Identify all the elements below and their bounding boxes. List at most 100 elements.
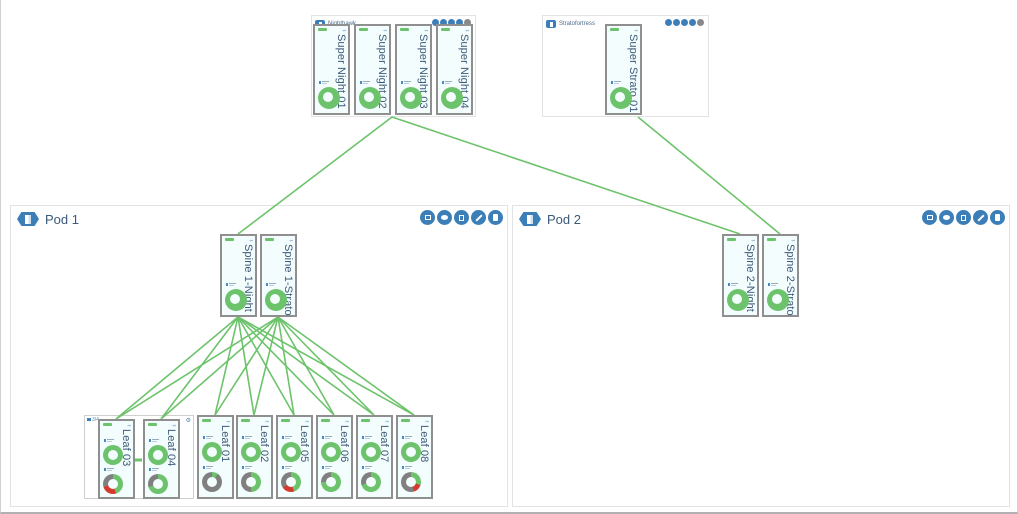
link-icon: ⚯	[305, 419, 309, 424]
status-led	[265, 238, 274, 241]
pair-label: 3/4	[92, 417, 99, 423]
device-sn01[interactable]: ⚯ Super Night 01	[313, 24, 350, 115]
device-name: Leaf 03	[120, 429, 132, 467]
health-donut[interactable]	[202, 442, 222, 463]
pair-settings-icon[interactable]: ⚙	[185, 418, 191, 424]
gauge-legend	[242, 466, 252, 470]
device-ss01[interactable]: ⚯ Super Strato 01	[605, 24, 642, 115]
link-icon: ⚯	[465, 28, 469, 33]
trash-icon[interactable]	[697, 19, 704, 26]
edit-icon[interactable]	[973, 210, 988, 225]
health-donut[interactable]	[401, 442, 421, 463]
clipboard-icon[interactable]	[448, 19, 455, 26]
details-icon[interactable]	[665, 19, 672, 26]
device-l07[interactable]: ⚯ Leaf 07	[356, 415, 393, 499]
gauge-legend	[149, 467, 159, 472]
chat-icon[interactable]	[673, 19, 680, 26]
health-donut[interactable]	[241, 442, 261, 463]
health-donut[interactable]	[318, 87, 340, 109]
clipboard-icon[interactable]	[681, 19, 688, 26]
health-donut[interactable]	[400, 87, 422, 109]
device-sn04[interactable]: ⚯ Super Night 04	[436, 24, 473, 115]
device-sp2n[interactable]: ⚯ Spine 2-Night	[722, 234, 759, 317]
device-l02[interactable]: ⚯ Leaf 02	[236, 415, 273, 499]
device-l04[interactable]: ⚯ Leaf 04	[143, 419, 180, 499]
gauge-legend	[104, 439, 114, 443]
health-donut[interactable]	[281, 442, 301, 463]
device-sn03[interactable]: ⚯ Super Night 03	[395, 24, 432, 115]
gauge-legend	[203, 466, 213, 470]
device-l08[interactable]: ⚯ Leaf 08	[396, 415, 433, 499]
gauge-legend	[322, 436, 332, 440]
chat-icon[interactable]	[440, 19, 447, 26]
utilization-donut[interactable]	[241, 472, 261, 493]
utilization-donut[interactable]	[103, 473, 123, 494]
gauge-legend	[322, 466, 332, 470]
edit-icon[interactable]	[456, 19, 463, 26]
utilization-donut[interactable]	[202, 472, 222, 493]
status-led	[401, 419, 410, 422]
gauge-legend	[360, 81, 370, 85]
trash-icon[interactable]	[990, 210, 1005, 225]
health-donut[interactable]	[767, 289, 789, 311]
health-donut[interactable]	[359, 87, 381, 109]
device-sn02[interactable]: ⚯ Super Night 02	[354, 24, 391, 115]
health-donut[interactable]	[148, 445, 168, 465]
trash-icon[interactable]	[464, 19, 471, 26]
pair-tag-icon	[87, 418, 91, 421]
health-donut[interactable]	[321, 442, 341, 463]
health-donut[interactable]	[610, 87, 632, 109]
chat-icon[interactable]	[939, 210, 954, 225]
edit-icon[interactable]	[471, 210, 486, 225]
edit-icon[interactable]	[689, 19, 696, 26]
group-header: Pod 2	[519, 211, 581, 227]
gauge-legend	[442, 81, 452, 85]
gauge-legend	[402, 466, 412, 470]
health-donut[interactable]	[265, 289, 287, 311]
pod-badge-icon	[17, 212, 39, 226]
details-icon[interactable]	[420, 210, 435, 225]
health-donut[interactable]	[361, 442, 381, 463]
device-name: Leaf 05	[298, 425, 310, 463]
details-icon[interactable]	[922, 210, 937, 225]
group-header: Pod 1	[17, 211, 79, 227]
utilization-donut[interactable]	[281, 472, 301, 493]
health-donut[interactable]	[441, 87, 463, 109]
trash-icon[interactable]	[488, 210, 503, 225]
link-icon: ⚯	[265, 419, 269, 424]
details-icon[interactable]	[432, 19, 439, 26]
device-sp2s[interactable]: ⚯ Spine 2-Strato	[762, 234, 799, 317]
health-donut[interactable]	[103, 445, 123, 465]
utilization-donut[interactable]	[148, 473, 168, 494]
group-badge-icon	[546, 20, 556, 28]
status-led	[281, 419, 290, 422]
clipboard-icon[interactable]	[956, 210, 971, 225]
device-l03[interactable]: ⚯ Leaf 03	[98, 419, 135, 499]
utilization-donut[interactable]	[361, 472, 381, 493]
clipboard-icon[interactable]	[454, 210, 469, 225]
device-sp1s[interactable]: ⚯ Spine 1-Strato	[260, 234, 297, 317]
link-icon: ⚯	[634, 28, 638, 33]
status-led	[202, 419, 211, 422]
chat-icon[interactable]	[437, 210, 452, 225]
gauge-legend	[282, 466, 292, 470]
device-l01[interactable]: ⚯ Leaf 01	[197, 415, 234, 499]
utilization-donut[interactable]	[401, 472, 421, 493]
group-pod-2[interactable]: Pod 2	[512, 205, 1010, 507]
group-toolbar	[922, 210, 1005, 225]
device-name: Leaf 04	[165, 429, 177, 467]
health-donut[interactable]	[225, 289, 247, 311]
link-icon: ⚯	[791, 238, 795, 243]
gauge-legend	[401, 81, 411, 85]
device-name: Super Night 03	[417, 34, 429, 109]
device-l06[interactable]: ⚯ Leaf 06	[316, 415, 353, 499]
device-l05[interactable]: ⚯ Leaf 05	[276, 415, 313, 499]
health-donut[interactable]	[727, 289, 749, 311]
status-led	[610, 28, 619, 31]
device-sp1n[interactable]: ⚯ Spine 1-Night	[220, 234, 257, 317]
gauge-legend	[203, 436, 213, 440]
pod-badge-icon	[519, 212, 541, 226]
status-led	[400, 28, 409, 31]
utilization-donut[interactable]	[321, 472, 341, 493]
